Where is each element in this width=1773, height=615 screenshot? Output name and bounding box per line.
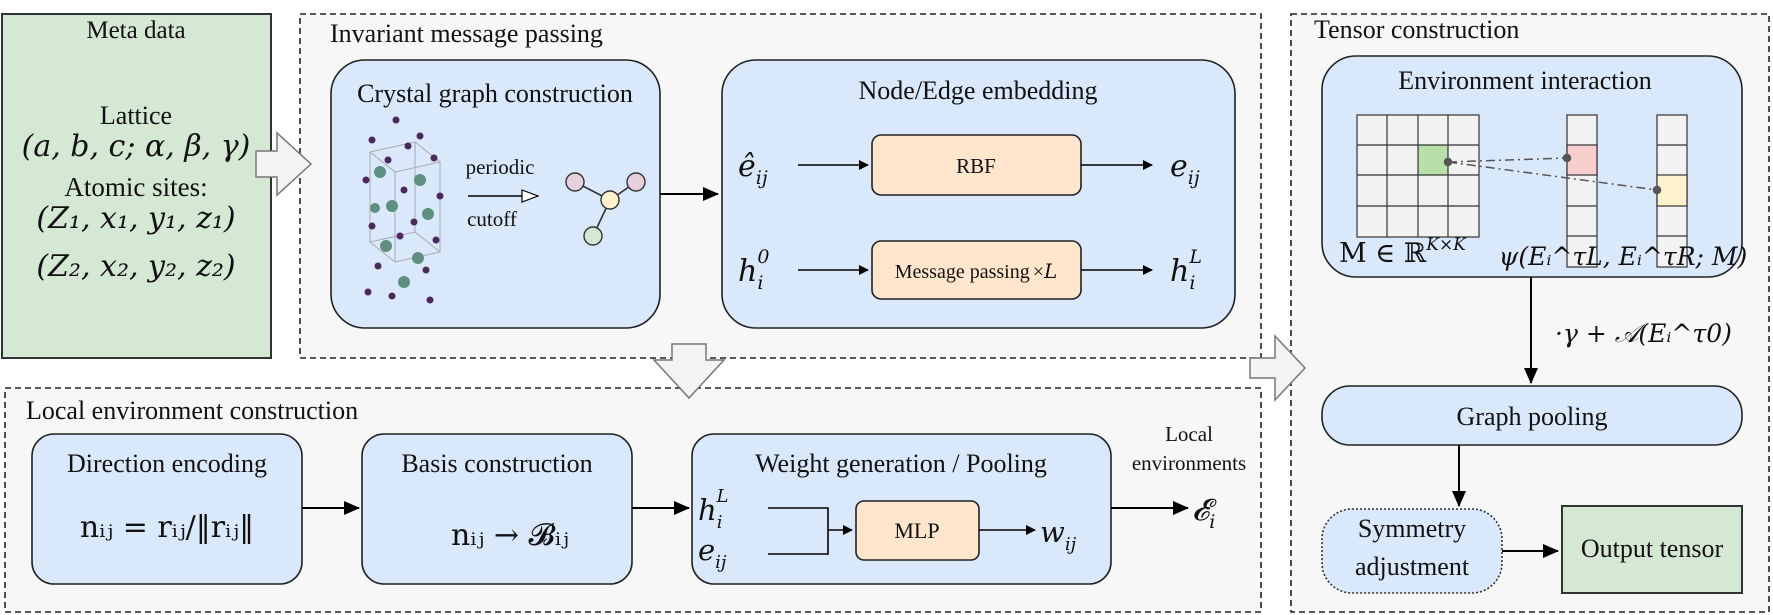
w-ij-symbol: wij bbox=[1040, 515, 1077, 555]
basis-formula: nᵢⱼ → 𝓑ᵢⱼ bbox=[451, 518, 569, 553]
psi-label: ψ(Eᵢ^τL, Eᵢ^τR; M) bbox=[1499, 242, 1748, 271]
graph-icon bbox=[565, 172, 646, 246]
output-tensor-box bbox=[1561, 505, 1743, 594]
lattice-params: (a, b, c; α, β, γ) bbox=[22, 129, 251, 164]
local-title: Local environment construction bbox=[26, 396, 358, 425]
symmetry-label-1: Symmetry bbox=[1358, 514, 1466, 543]
cutoff-label: cutoff bbox=[467, 207, 517, 231]
e-hat-symbol: êij bbox=[738, 149, 768, 189]
embedding-title: Node/Edge embedding bbox=[859, 76, 1098, 105]
site-1: (Z₁, x₁, y₁, z₁) bbox=[36, 201, 235, 236]
crystal-graph-title: Crystal graph construction bbox=[357, 79, 633, 108]
weight-e-symbol: eij bbox=[698, 533, 727, 573]
symmetry-box bbox=[1321, 508, 1503, 594]
environment-title: Environment interaction bbox=[1398, 66, 1651, 95]
weight-h-symbol: hiL bbox=[698, 486, 728, 533]
weight-title: Weight generation / Pooling bbox=[755, 449, 1047, 478]
periodic-label: periodic bbox=[466, 155, 535, 179]
scale-label: ·γ + 𝒜(Eᵢ^τ0) bbox=[1555, 319, 1732, 348]
e-ij-symbol: eij bbox=[1170, 149, 1200, 189]
tensor-title: Tensor construction bbox=[1314, 15, 1519, 44]
site-2: (Z₂, x₂, y₂, z₂) bbox=[36, 249, 235, 284]
direction-title: Direction encoding bbox=[67, 449, 267, 478]
mlp-label: MLP bbox=[894, 518, 939, 543]
sites-label: Atomic sites: bbox=[64, 172, 207, 202]
direction-formula: nᵢⱼ = rᵢⱼ/‖rᵢⱼ‖ bbox=[80, 510, 254, 545]
lattice-label: Lattice bbox=[100, 101, 172, 130]
basis-title: Basis construction bbox=[401, 449, 592, 478]
matrix-label: M ∈ ℝK×K bbox=[1339, 235, 1467, 269]
hL-symbol: hiL bbox=[1170, 246, 1202, 294]
message-passing-label: Message passing×L bbox=[895, 259, 1058, 283]
graph-pooling-label: Graph pooling bbox=[1457, 402, 1608, 431]
local-env-label-2: environments bbox=[1132, 451, 1246, 475]
meta-to-invariant-arrow bbox=[255, 131, 313, 197]
vector-right bbox=[1656, 114, 1688, 268]
meta-title: Meta data bbox=[86, 17, 185, 44]
invariant-to-local-arrow bbox=[652, 343, 726, 400]
rbf-label: RBF bbox=[956, 154, 996, 178]
meta-box bbox=[1, 13, 272, 359]
graph-pooling-box bbox=[1321, 385, 1743, 446]
to-tensor-arrow bbox=[1249, 334, 1307, 402]
h0-symbol: hi0 bbox=[738, 246, 770, 294]
crystal-structure-icon bbox=[362, 116, 444, 304]
interaction-lines bbox=[1443, 153, 1662, 195]
invariant-title: Invariant message passing bbox=[330, 19, 603, 48]
symmetry-label-2: adjustment bbox=[1355, 552, 1470, 581]
local-env-label-1: Local bbox=[1165, 422, 1213, 446]
merge-lines bbox=[768, 507, 829, 555]
vector-left bbox=[1566, 114, 1598, 268]
matrix-grid bbox=[1356, 114, 1480, 238]
output-tensor-label: Output tensor bbox=[1581, 534, 1724, 563]
